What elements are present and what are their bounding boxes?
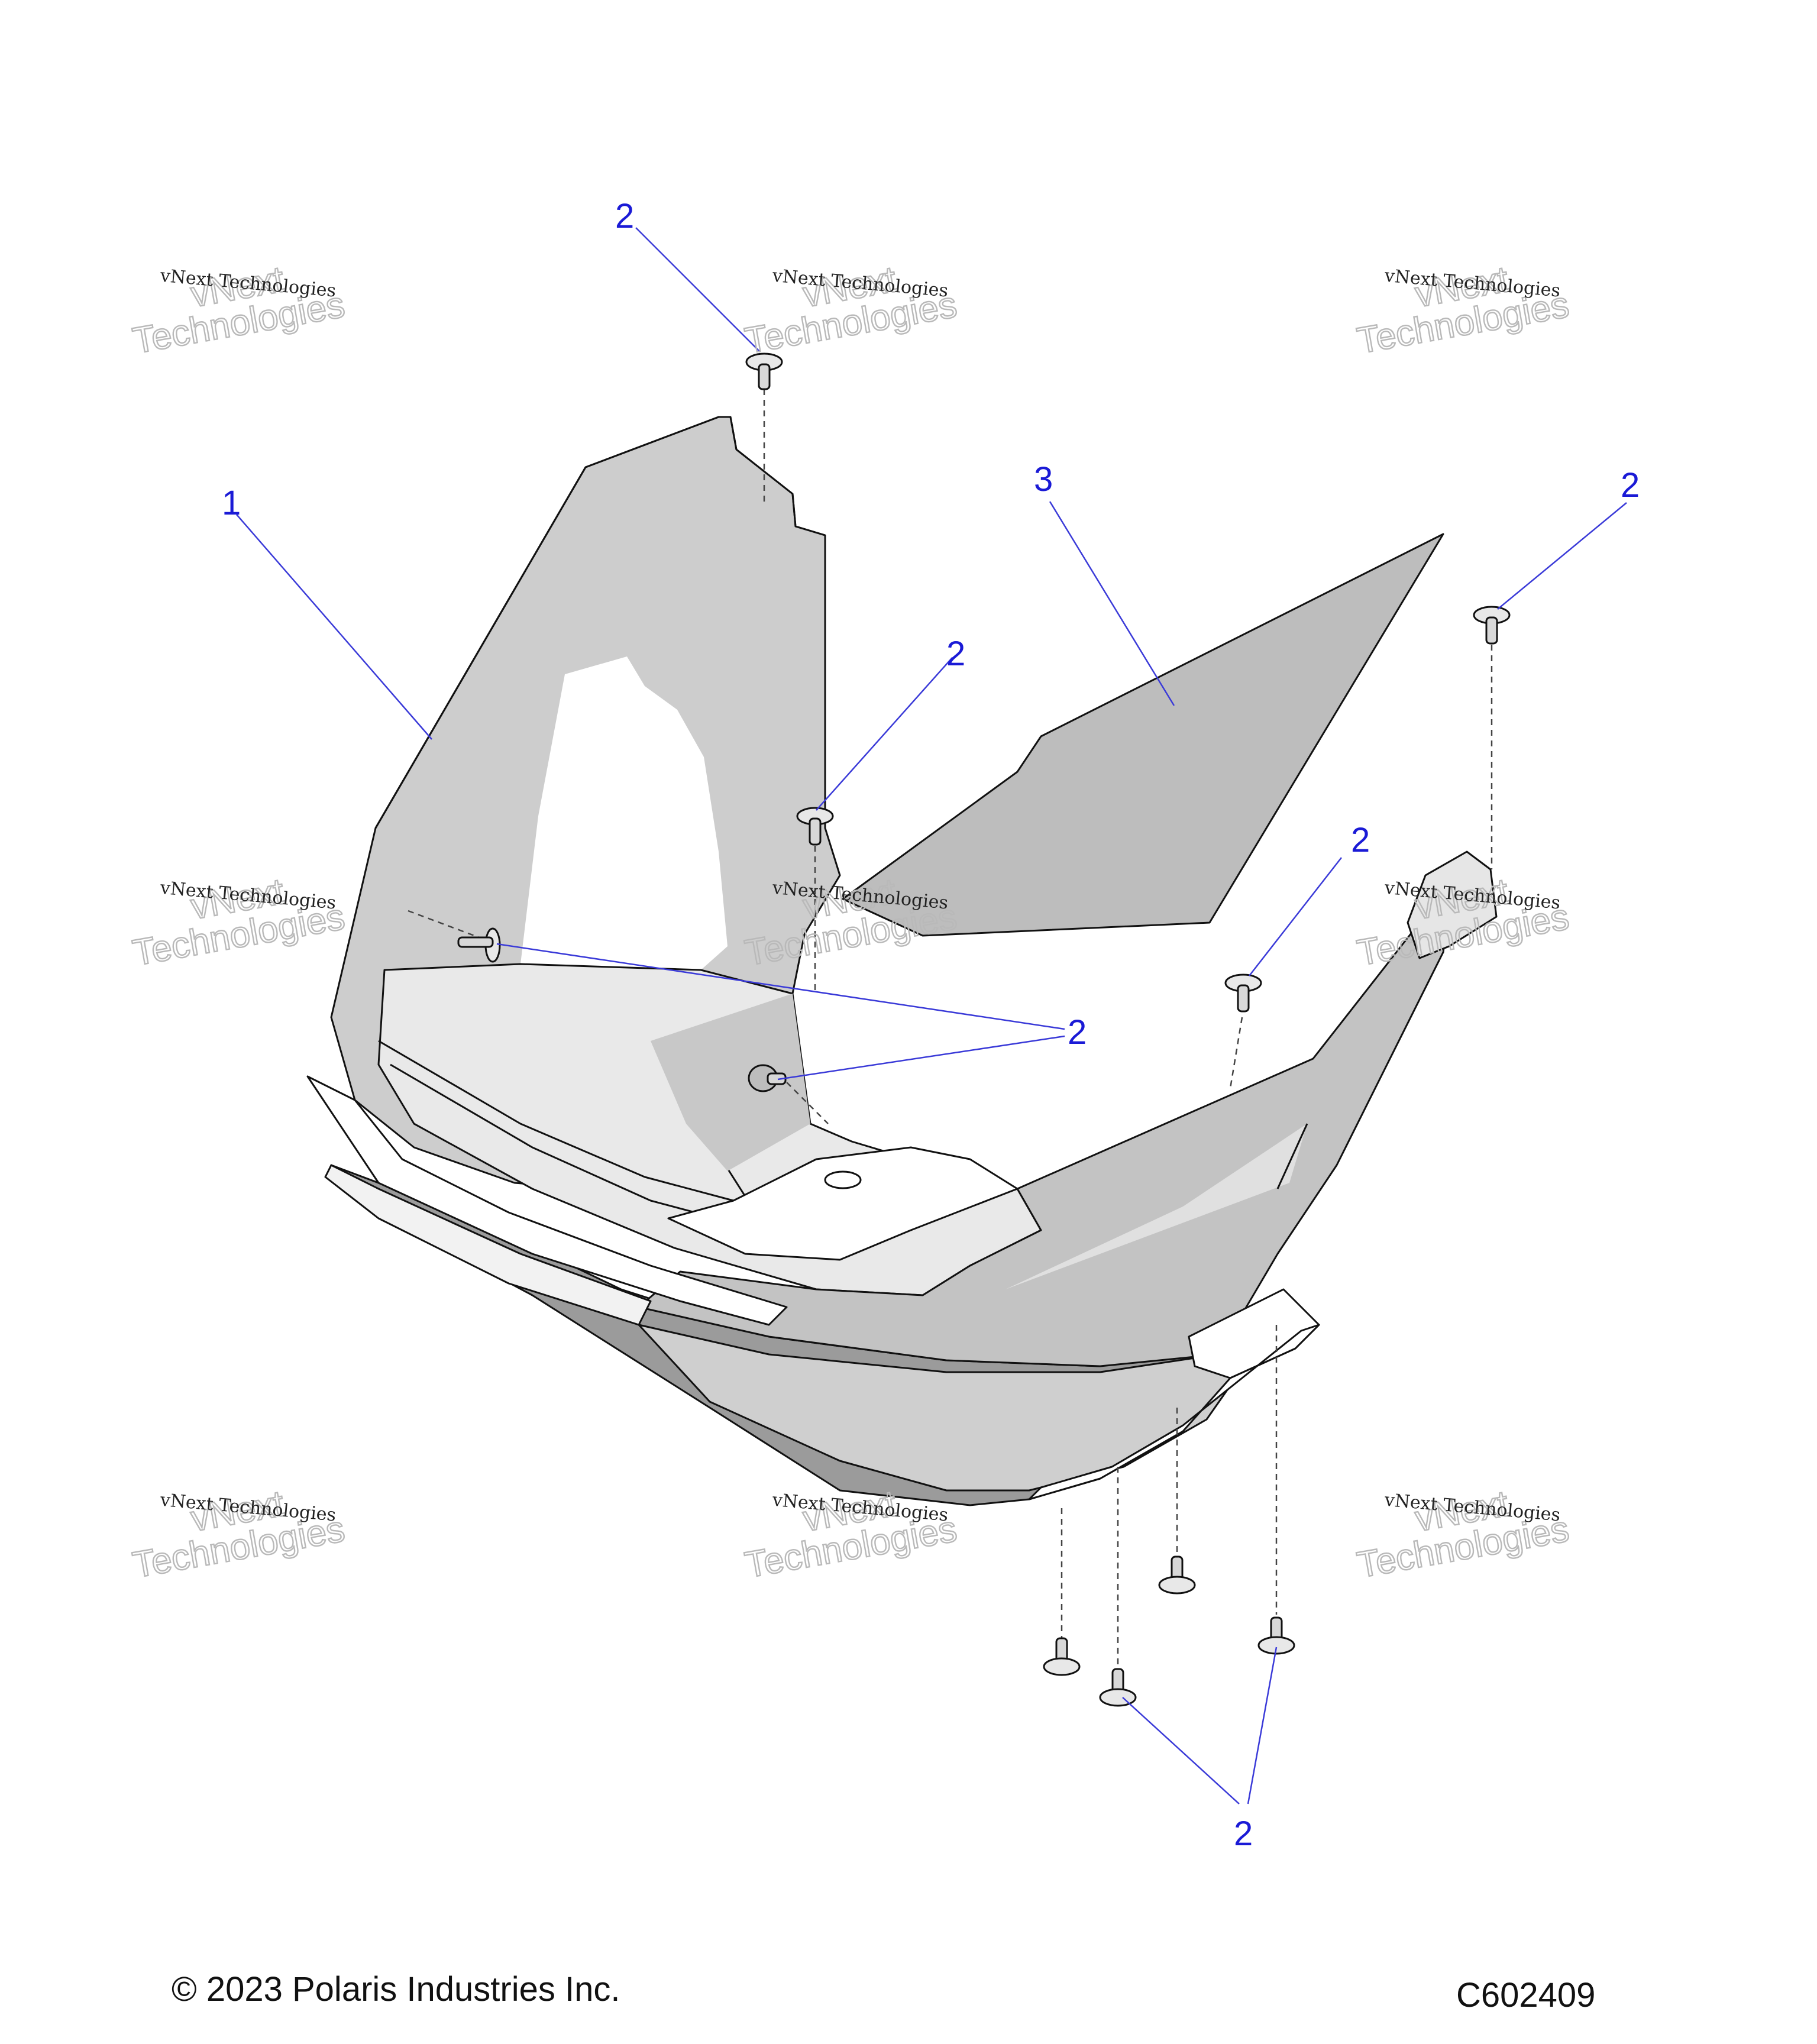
figure-id: C602409 (1456, 1976, 1596, 2014)
callout-2-bottom: 2 (1234, 1815, 1253, 1853)
fastener-bottom-1 (1043, 1508, 1081, 1676)
watermark-top-right: vNext Technologies vNext Technologies (1353, 258, 1573, 363)
watermark-top-center: vNext Technologies vNext Technologies (741, 258, 961, 363)
callout-2-right-top: 2 (1621, 466, 1640, 504)
watermark-bottom-left: vNext Technologies vNext Technologies (129, 1483, 348, 1587)
fastener-bottom-4 (1257, 1325, 1295, 1655)
fastener-left-horizontal (408, 910, 501, 963)
fastener-mid-upper (796, 807, 834, 994)
callout-2-mid-upper: 2 (946, 635, 965, 673)
copyright-notice: © 2023 Polaris Industries Inc. (172, 1970, 620, 2009)
fastener-bottom-2 (1099, 1467, 1137, 1707)
leader-lines (236, 227, 1627, 1804)
callout-2-center: 2 (1068, 1013, 1087, 1052)
callout-2-top: 2 (615, 197, 634, 235)
fastener-bottom-3 (1158, 1408, 1196, 1595)
watermark-bottom-right: vNext Technologies vNext Technologies (1353, 1483, 1573, 1587)
callout-1: 1 (222, 484, 241, 522)
fastener-top (745, 352, 783, 506)
fastener-center-horizontal (748, 1064, 829, 1124)
callout-2-right-mid: 2 (1351, 821, 1370, 859)
fastener-right-mid (1224, 974, 1262, 1089)
part-3-panel (842, 533, 1444, 937)
part-1-guard (306, 416, 1498, 1506)
watermark-top-left: vNext Technologies vNext Technologies (129, 258, 348, 363)
fastener-right-top (1473, 606, 1511, 869)
watermark-mid-left: vNext Technologies vNext Technologies (129, 871, 348, 975)
callout-3: 3 (1034, 460, 1053, 499)
